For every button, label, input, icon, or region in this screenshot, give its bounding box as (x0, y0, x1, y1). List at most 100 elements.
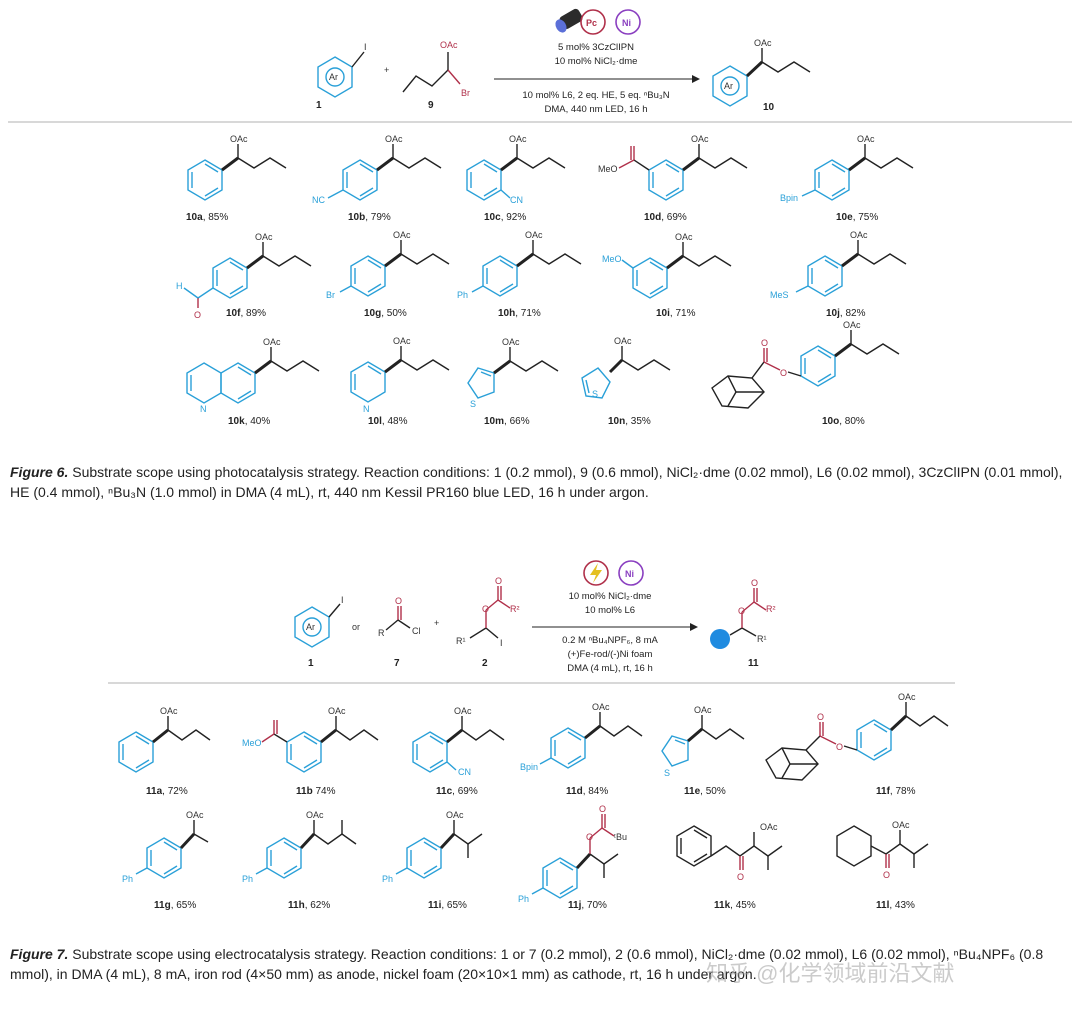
scheme1-reaction-svg: I Ar + OAc Br Pc Ni (8, 8, 1072, 414)
svg-text:CN: CN (458, 767, 471, 777)
pc-label: Pc (586, 18, 597, 28)
figure-6-text: Substrate scope using photocatalysis str… (10, 464, 1063, 500)
svg-text:OAc: OAc (385, 134, 403, 144)
svg-text:OAc: OAc (509, 134, 527, 144)
figure-7-caption: Figure 7. Substrate scope using electroc… (10, 944, 1074, 984)
structure-11c: CN OAc (412, 706, 505, 777)
svg-text:O: O (761, 338, 768, 348)
compound-number: 9 (428, 100, 434, 111)
structure-11b: MeO OAc (242, 706, 379, 773)
condition-line: (+)Fe-rod/(-)Ni foam (567, 649, 653, 660)
product-label-11b: 11b 74% (296, 786, 336, 797)
structure-11f: O O OAc (765, 692, 949, 781)
svg-text:O: O (836, 742, 843, 752)
svg-text:OAc: OAc (525, 230, 543, 240)
structure-10i: MeO OAc (602, 232, 732, 299)
compound-number: 2 (482, 658, 488, 669)
svg-text:Ph: Ph (457, 290, 468, 300)
svg-text:OAc: OAc (691, 134, 709, 144)
product-label-11j: 11j, 70% (568, 900, 607, 911)
structure-11k: O OAc (676, 822, 783, 882)
ni-label: Ni (622, 18, 631, 28)
pc-cycle-icon: Pc (580, 9, 606, 35)
structure-10m: S OAc (467, 337, 559, 409)
svg-text:O: O (482, 604, 489, 614)
structure-10b: NC OAc (312, 134, 442, 205)
svg-text:R¹: R¹ (757, 634, 767, 644)
svg-text:MeS: MeS (770, 290, 789, 300)
structure-11a: OAc (118, 706, 211, 773)
svg-text:OAc: OAc (614, 336, 632, 346)
svg-text:O: O (586, 832, 593, 842)
svg-text:CN: CN (510, 195, 523, 205)
svg-text:O: O (395, 596, 402, 606)
svg-text:I: I (341, 595, 344, 605)
svg-text:OAc: OAc (393, 230, 411, 240)
structure-10j: MeS OAc (770, 230, 907, 300)
condition-line: DMA, 440 nm LED, 16 h (544, 104, 648, 115)
compound-number: 11 (748, 658, 759, 669)
svg-text:OAc: OAc (393, 336, 411, 346)
structure-10k: N OAc (186, 337, 320, 414)
product-label-11i: 11i, 65% (428, 900, 467, 911)
compound-number: 1 (308, 658, 314, 669)
condition-line: 10 mol% L6, 2 eq. HE, 5 eq. ⁿBu₃N (522, 90, 670, 101)
svg-text:H: H (176, 281, 183, 291)
svg-text:Bpin: Bpin (520, 762, 538, 772)
svg-text:N: N (363, 404, 370, 414)
svg-text:ᵗBu: ᵗBu (614, 832, 627, 842)
svg-text:OAc: OAc (843, 320, 861, 330)
product-label-10g: 10g, 50% (364, 308, 407, 319)
svg-text:OAc: OAc (230, 134, 248, 144)
product-11: O O R² R¹ (710, 578, 776, 649)
svg-text:OAc: OAc (760, 822, 778, 832)
svg-text:R: R (378, 628, 385, 638)
svg-text:OAc: OAc (454, 706, 472, 716)
led-icon (555, 8, 583, 33)
figure-7-text: Substrate scope using electrocatalysis s… (10, 946, 1044, 982)
structure-11g: Ph OAc (122, 810, 209, 884)
product-label-10h: 10h, 71% (498, 308, 541, 319)
reactant-acyl-chloride: R O Cl (378, 596, 421, 638)
svg-text:OAc: OAc (263, 337, 281, 347)
structure-10n: S OAc (581, 336, 671, 399)
condition-line: 10 mol% NiCl₂·dme (554, 56, 638, 67)
ni-cycle-icon: Ni (615, 9, 641, 35)
product-label-11k: 11k, 45% (714, 900, 756, 911)
product-label-11d: 11d, 84% (566, 786, 609, 797)
compound-number: 10 (763, 102, 775, 113)
structure-10o: O O OAc (711, 320, 900, 409)
structure-11l: O OAc (836, 820, 929, 880)
product-10: Ar OAc (712, 38, 811, 107)
structure-10a: OAc (187, 134, 287, 201)
structure-11j: Ph O O ᵗBu (518, 804, 627, 904)
condition-line: DMA (4 mL), rt, 16 h (567, 663, 653, 674)
svg-text:R²: R² (766, 604, 776, 614)
product-label-10d: 10d, 69% (644, 212, 687, 223)
product-label-10j: 10j, 82% (826, 308, 866, 319)
structure-10d: MeO OAc (598, 134, 748, 201)
svg-text:OAc: OAc (186, 810, 204, 820)
structure-10c: CN OAc (466, 134, 566, 205)
svg-text:OAc: OAc (328, 706, 346, 716)
figure-6-caption: Figure 6. Substrate scope using photocat… (10, 462, 1074, 502)
svg-text:MeO: MeO (242, 738, 262, 748)
svg-text:OAc: OAc (502, 337, 520, 347)
product-label-11f: 11f, 78% (876, 786, 916, 797)
product-label-11h: 11h, 62% (288, 900, 331, 911)
svg-text:OAc: OAc (898, 692, 916, 702)
svg-text:OAc: OAc (675, 232, 693, 242)
svg-text:OAc: OAc (446, 810, 464, 820)
product-label-11e: 11e, 50% (684, 786, 726, 797)
svg-text:Ar: Ar (306, 622, 315, 632)
svg-text:Br: Br (326, 290, 335, 300)
svg-text:R²: R² (510, 604, 520, 614)
product-label-10c: 10c, 92% (484, 212, 527, 223)
svg-text:OAc: OAc (892, 820, 910, 830)
svg-text:O: O (495, 576, 502, 586)
product-label-10b: 10b, 79% (348, 212, 391, 223)
product-label-10i: 10i, 71% (656, 308, 696, 319)
product-ar-label: Ar (724, 81, 733, 91)
electricity-icon (583, 560, 609, 586)
